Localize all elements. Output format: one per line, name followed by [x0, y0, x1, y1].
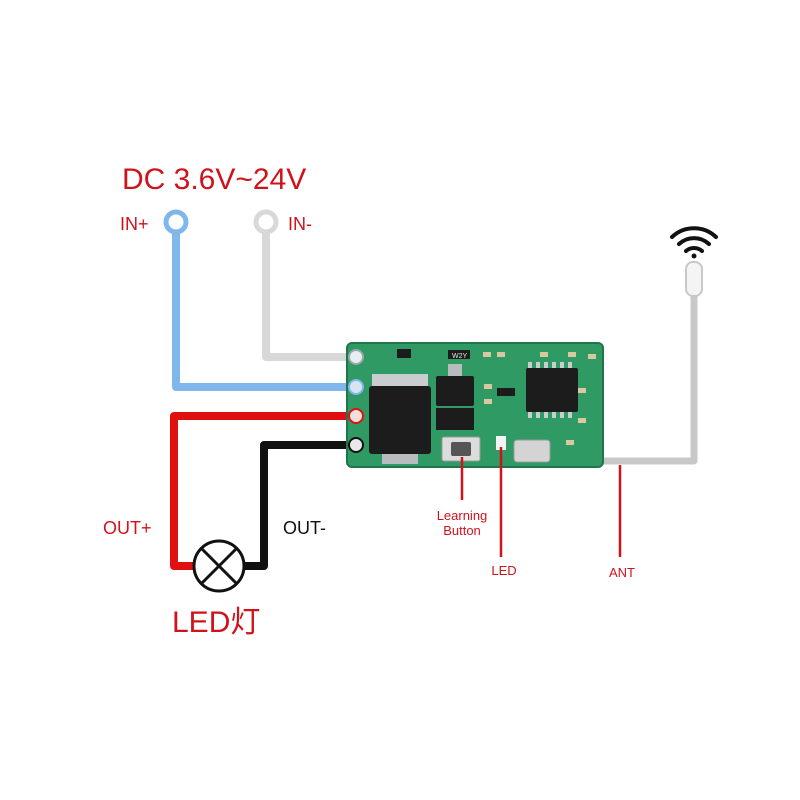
wire-in-plus — [172, 228, 352, 391]
out-minus-label: OUT- — [283, 518, 326, 538]
pad-out-plus — [348, 408, 364, 424]
board-silkscreen: W2Y — [452, 353, 468, 360]
learning-button-label-line1: Learning — [436, 508, 488, 523]
wire-out-plus — [170, 412, 352, 570]
in-minus-terminal — [253, 209, 279, 235]
ic-chip — [526, 368, 578, 412]
mosfet-chip — [369, 386, 431, 454]
learning-button-label-line2: Button — [443, 523, 481, 538]
lamp-cross-icon — [192, 539, 246, 593]
pad-in-plus — [348, 379, 364, 395]
wire-in-minus — [262, 228, 352, 361]
load-label: LED灯 — [172, 606, 261, 639]
pad-in-minus — [348, 349, 364, 365]
in-minus-label: IN- — [288, 214, 312, 234]
mosfet-tab — [372, 374, 428, 386]
learning-button-label: Learning Button — [429, 508, 495, 538]
wifi-signal-icon — [670, 226, 718, 259]
in-plus-terminal — [163, 209, 189, 235]
antenna-tip — [685, 261, 703, 297]
out-plus-label: OUT+ — [103, 518, 152, 538]
led-indicator-label: LED — [491, 563, 517, 578]
led-indicator-component — [496, 436, 506, 450]
voltage-title: DC 3.6V~24V — [122, 163, 307, 196]
resonator-component — [513, 439, 551, 463]
ant-label: ANT — [609, 565, 635, 580]
antenna-wire — [592, 280, 698, 465]
pcb-board: W2Y — [346, 342, 604, 468]
regulator-chip — [436, 376, 474, 406]
in-plus-label: IN+ — [120, 214, 149, 234]
wire-out-minus — [244, 441, 352, 570]
pad-out-minus — [348, 437, 364, 453]
